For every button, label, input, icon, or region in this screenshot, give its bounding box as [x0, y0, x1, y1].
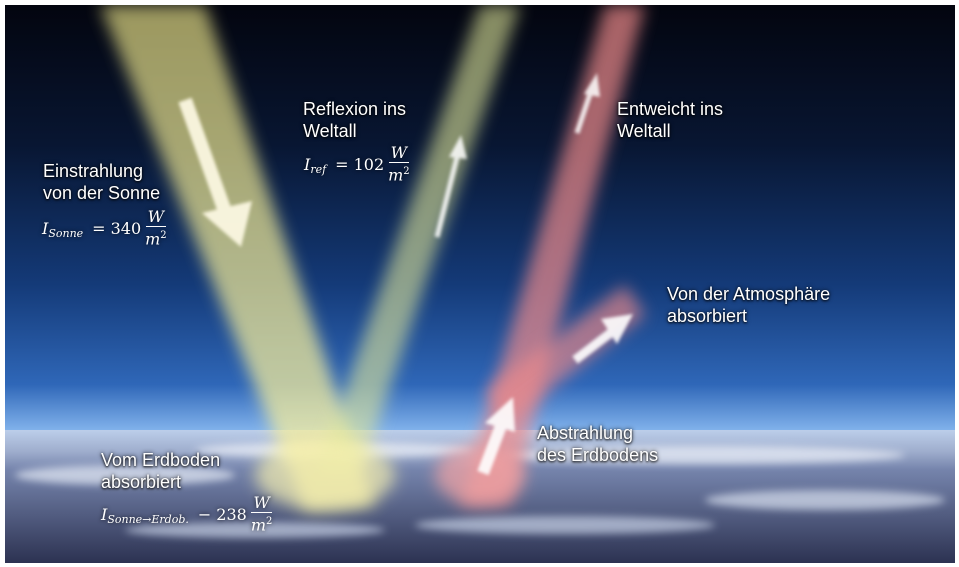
ground-formula-subscript: Sonne→Erdob.	[107, 512, 189, 526]
atmosphere-label-line1: Von der Atmosphäre	[667, 284, 831, 304]
ground-unit-exp: 2	[266, 516, 273, 527]
reflected-label: Reflexion ins Weltall	[303, 98, 406, 142]
escape-label-line2: Weltall	[617, 121, 671, 141]
reflected-unit-num: W	[388, 143, 410, 163]
energy-balance-diagram	[5, 5, 955, 563]
incoming-formula: I Sonne = 340 W m2	[42, 208, 167, 248]
escape-label-line1: Entweicht ins	[617, 99, 724, 119]
reflected-label-line2: Weltall	[303, 121, 357, 141]
reflected-label-line1: Reflexion ins	[303, 99, 407, 119]
ground-formula-symbol: I	[101, 504, 108, 524]
ground-formula: I Sonne→Erdob. − 238 W m2	[101, 494, 272, 534]
reflected-unit-den: m	[388, 165, 404, 185]
escape-arrow	[574, 73, 600, 134]
incoming-formula-subscript: Sonne	[48, 226, 84, 240]
incoming-formula-unit: W m2	[145, 208, 167, 248]
ground-formula-value: 238	[216, 504, 247, 524]
ground-formula-unit: W m2	[251, 494, 273, 534]
ground-absorbed-label-line1: Vom Erdboden	[101, 450, 221, 470]
reflected-formula: I ref = 102 W m2	[304, 144, 410, 184]
escape-label: Entweicht ins Weltall	[617, 98, 723, 142]
ground-glow	[255, 440, 395, 510]
ground-unit-num: W	[251, 493, 272, 513]
reflected-formula-subscript: ref	[310, 162, 327, 176]
reflected-unit-exp: 2	[403, 166, 410, 177]
incoming-label-line1: Einstrahlung	[43, 161, 144, 181]
incoming-label: Einstrahlung von der Sonne	[43, 160, 160, 204]
surface-emission-label: Abstrahlung des Erdbodens	[537, 422, 658, 466]
atmosphere-arrow	[572, 314, 633, 364]
incoming-unit-exp: 2	[160, 230, 167, 241]
ground-unit-den: m	[250, 515, 266, 535]
reflected-formula-unit: W m2	[388, 144, 410, 184]
reflected-formula-equals: =	[335, 154, 349, 174]
incoming-formula-equals: =	[92, 218, 106, 238]
ground-formula-equals: −	[197, 504, 212, 524]
surface-emission-label-line2: des Erdbodens	[537, 445, 659, 465]
incoming-unit-num: W	[145, 207, 167, 227]
incoming-formula-symbol: I	[42, 218, 49, 238]
atmosphere-label-line2: absorbiert	[667, 306, 748, 326]
incoming-arrow	[178, 97, 252, 247]
ground-absorbed-label-line2: absorbiert	[101, 472, 182, 492]
reflected-formula-value: 102	[353, 154, 385, 174]
reflected-beam	[315, 5, 520, 475]
emission-glow	[435, 445, 525, 505]
reflected-arrow	[434, 135, 467, 238]
incoming-solar-beam	[100, 5, 375, 510]
surface-emission-arrow	[477, 397, 515, 476]
ground-absorbed-label: Vom Erdboden absorbiert	[101, 449, 220, 493]
incoming-unit-den: m	[145, 229, 161, 249]
cloud-layer	[15, 442, 945, 538]
incoming-label-line2: von der Sonne	[43, 183, 161, 203]
incoming-formula-value: 340	[110, 218, 142, 238]
atmosphere-label: Von der Atmosphäre absorbiert	[667, 283, 830, 327]
surface-emission-label-line1: Abstrahlung	[537, 423, 634, 443]
reflected-formula-symbol: I	[304, 154, 311, 174]
